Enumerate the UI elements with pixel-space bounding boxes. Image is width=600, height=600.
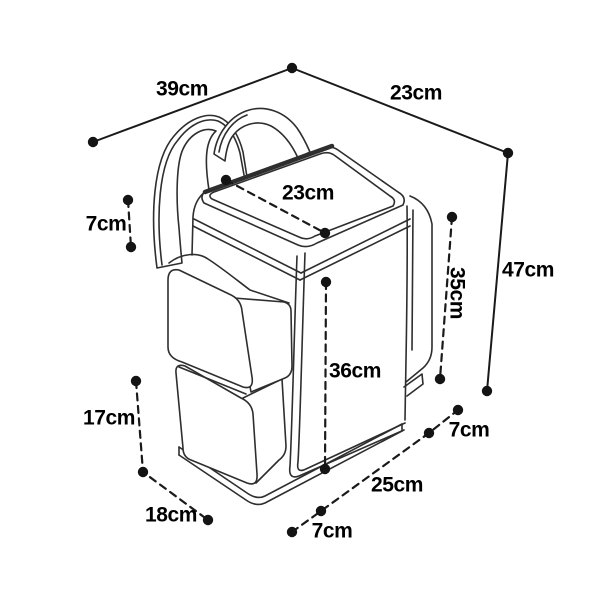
front-corner-edge bbox=[296, 252, 406, 472]
side-pocket-upper bbox=[167, 253, 293, 395]
dim-label-top-width: 39cm bbox=[155, 77, 209, 101]
lid-band bbox=[192, 218, 411, 281]
dim-label-base-front-left: 7cm bbox=[311, 519, 353, 543]
dim-label-base-front-right: 7cm bbox=[448, 418, 490, 442]
side-pocket-lower bbox=[175, 364, 287, 485]
dim-label-lower-pocket-height: 17cm bbox=[82, 406, 136, 430]
dimension-lines bbox=[92, 67, 509, 534]
dim-label-top-depth: 23cm bbox=[389, 81, 443, 105]
dimension-dots bbox=[87, 62, 514, 538]
dimension-lines-solid bbox=[92, 67, 509, 392]
body-right-edge bbox=[404, 205, 409, 421]
dim-label-overall-height: 47cm bbox=[501, 258, 555, 282]
dim-label-front-panel-height: 36cm bbox=[328, 359, 382, 383]
base-slab bbox=[178, 423, 403, 506]
back-panel-edge bbox=[403, 195, 433, 397]
dim-label-base-front-width: 25cm bbox=[370, 473, 424, 497]
dim-label-body-side-height: 35cm bbox=[445, 266, 469, 320]
dim-label-lid-top-depth: 23cm bbox=[281, 181, 335, 205]
dim-label-base-side-depth: 18cm bbox=[144, 503, 198, 527]
dim-label-strap-section: 7cm bbox=[85, 212, 127, 236]
lid-seam bbox=[209, 151, 396, 240]
